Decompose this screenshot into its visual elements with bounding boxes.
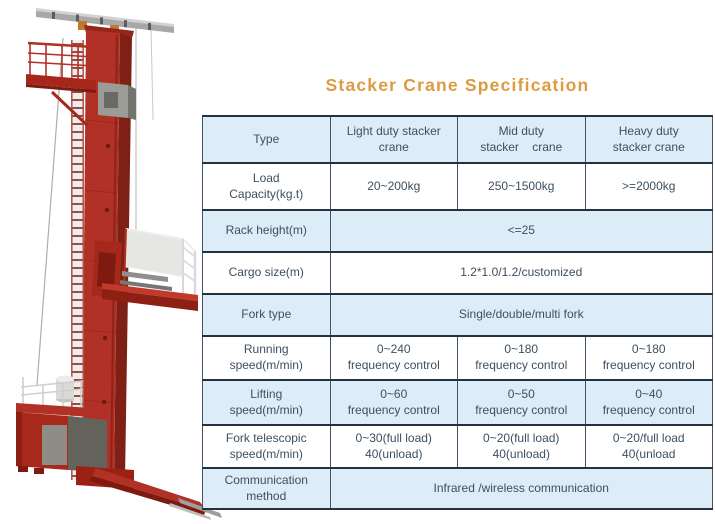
cell-value-merged: Single/double/multi fork — [329, 293, 713, 336]
table-header-row: Type Light duty stacker crane Mid duty s… — [202, 115, 713, 163]
cell-value: 250~1500kg — [457, 162, 586, 210]
cell-value-merged: 1.2*1.0/1.2/customized — [329, 251, 713, 294]
cell-value: 0~20/full load 40(unload — [584, 424, 713, 468]
table-row-lifting-speed: Lifting speed(m/min) 0~60 frequency cont… — [202, 379, 713, 425]
cell-value: 0~60 frequency control — [329, 379, 458, 425]
row-label: Rack height(m) — [202, 209, 331, 252]
cell-value: 0~240 frequency control — [329, 335, 458, 380]
header-light-duty: Light duty stacker crane — [329, 115, 458, 163]
header-mid-duty: Mid duty stacker crane — [457, 115, 586, 163]
stacker-crane-illustration — [16, 8, 222, 520]
cell-value: 0~50 frequency control — [457, 379, 586, 425]
cell-value: 0~180 frequency control — [584, 335, 713, 380]
row-label: Cargo size(m) — [202, 251, 331, 294]
row-label: Communication method — [202, 467, 331, 509]
row-label: Fork type — [202, 293, 331, 336]
cell-value-merged: <=25 — [329, 209, 713, 252]
cell-value: 0~180 frequency control — [457, 335, 586, 380]
table-row-communication-method: Communication method Infrared /wireless … — [202, 467, 713, 509]
header-type: Type — [202, 115, 331, 163]
cell-value: 0~20(full load) 40(unload) — [457, 424, 586, 468]
table-row-rack-height: Rack height(m) <=25 — [202, 209, 713, 252]
row-label: Running speed(m/min) — [202, 335, 331, 380]
table-row-cargo-size: Cargo size(m) 1.2*1.0/1.2/customized — [202, 251, 713, 294]
cell-value: 20~200kg — [329, 162, 458, 210]
table-row-fork-type: Fork type Single/double/multi fork — [202, 293, 713, 336]
page-title: Stacker Crane Specification — [325, 75, 590, 95]
cell-value-merged: Infrared /wireless communication — [329, 467, 713, 509]
header-heavy-duty: Heavy duty stacker crane — [584, 115, 713, 163]
cell-value: 0~40 frequency control — [584, 379, 713, 425]
row-label: Fork telescopic speed(m/min) — [202, 424, 331, 468]
cell-value: >=2000kg — [584, 162, 713, 210]
spec-table: Type Light duty stacker crane Mid duty s… — [202, 115, 713, 510]
row-label: Load Capacity(kg.t) — [202, 162, 331, 210]
row-label: Lifting speed(m/min) — [202, 379, 331, 425]
table-row-running-speed: Running speed(m/min) 0~240 frequency con… — [202, 335, 713, 380]
cell-value: 0~30(full load) 40(unload) — [329, 424, 458, 468]
table-row-fork-telescopic-speed: Fork telescopic speed(m/min) 0~30(full l… — [202, 424, 713, 468]
table-row-load-capacity: Load Capacity(kg.t) 20~200kg 250~1500kg … — [202, 162, 713, 210]
